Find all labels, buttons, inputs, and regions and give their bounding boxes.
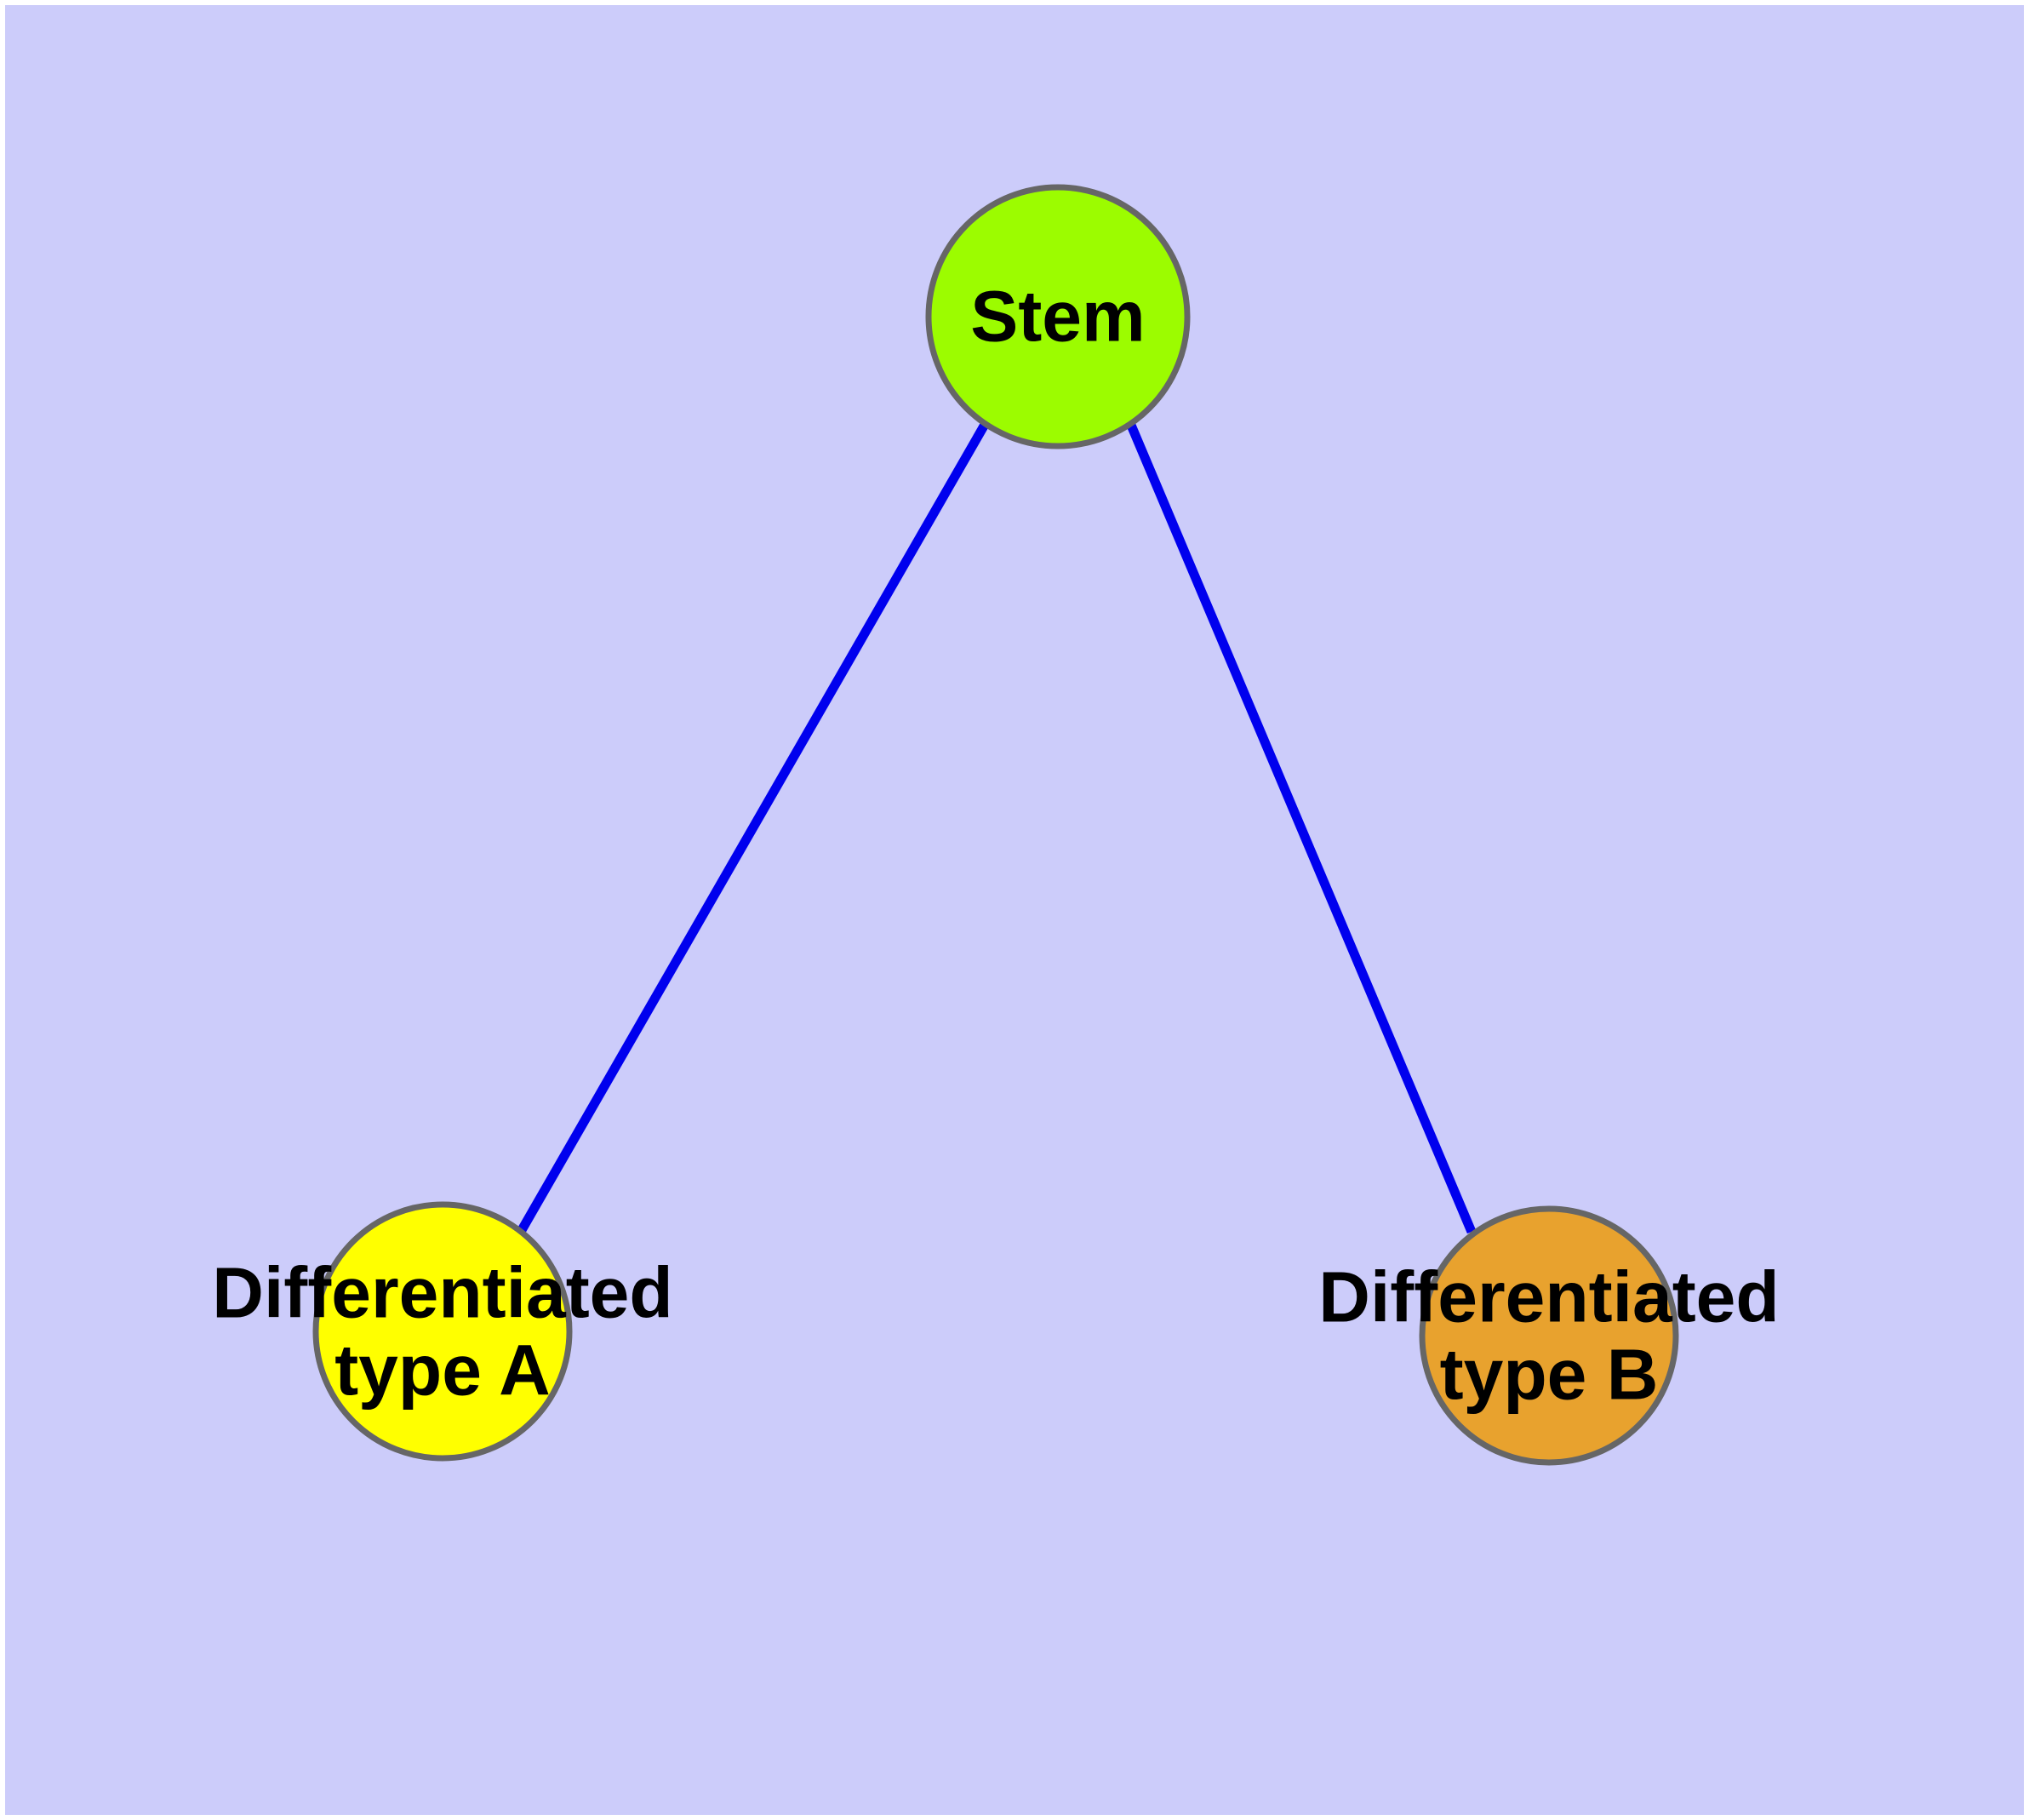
node-stem[interactable]: [925, 184, 1191, 449]
edge-stem-to-differentiated-type-b: [1125, 421, 1477, 1234]
node-differentiated-type-b[interactable]: [1419, 1205, 1679, 1466]
edge-stem-to-differentiated-type-a: [517, 421, 990, 1233]
edge-layer: [517, 421, 1477, 1234]
node-layer: [312, 184, 1679, 1466]
node-differentiated-type-a[interactable]: [312, 1201, 573, 1462]
